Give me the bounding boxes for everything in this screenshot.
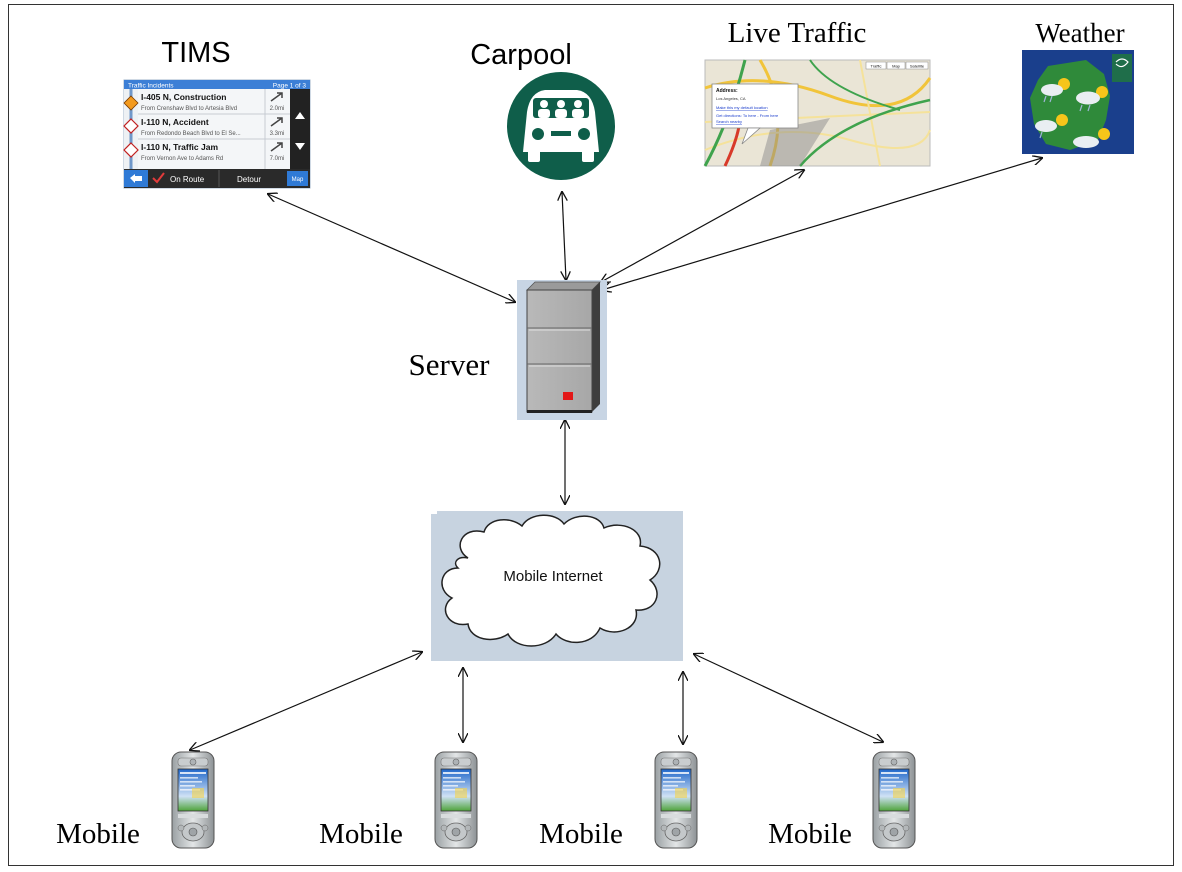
connectors: [190, 158, 1042, 750]
back-arrow-icon: [130, 174, 142, 183]
scroll-down-icon: [295, 143, 305, 150]
tims-panel: Traffic Incidents Page 1 of 3 I-405 N, C…: [123, 79, 311, 189]
tims-label: TIMS: [161, 37, 230, 69]
mobile-label-2: Mobile: [319, 818, 403, 850]
mobile-label-3: Mobile: [539, 818, 623, 850]
sun-cloud-icon: [1041, 78, 1070, 103]
arrow-carpool-server: [562, 192, 566, 280]
mobile-label-1: Mobile: [56, 818, 140, 850]
map-link-directions[interactable]: Get directions: To here - From here: [716, 113, 779, 118]
construction-sign-icon: [123, 95, 139, 111]
arrow-traffic-server: [601, 170, 804, 282]
arrow-tims-server: [268, 194, 515, 302]
jam-sign-icon: [123, 142, 139, 158]
tims-row-1-title: I-405 N, Construction: [141, 92, 226, 102]
sun-cloud-icon: [1073, 128, 1110, 148]
map-btn-traffic[interactable]: Traffic: [871, 64, 882, 69]
tims-row-3-title: I-110 N, Traffic Jam: [141, 142, 218, 152]
server-label: Server: [409, 347, 491, 382]
map-link-search[interactable]: Search nearby: [716, 119, 742, 124]
tims-row-1-sub: From Crenshaw Blvd to Artesia Blvd: [141, 106, 237, 112]
mobile-device-1: [171, 751, 215, 849]
mobile-device-4: [872, 751, 916, 849]
tims-map: Map: [292, 177, 304, 183]
logo-swirl-icon: [1115, 58, 1129, 68]
live-traffic-label: Live Traffic: [728, 17, 867, 49]
checkmark-icon: [152, 172, 165, 184]
tims-on-route: On Route: [170, 175, 205, 184]
tims-detour: Detour: [237, 175, 261, 184]
mobile-device-3: [654, 751, 698, 849]
arrow-internet-mobile-4: [694, 654, 883, 742]
traffic-map: Address: Los Angeles, CA Make this my de…: [703, 59, 932, 167]
tims-row-2-dist: 3.3mi: [270, 131, 285, 137]
tims-row-2-title: I-110 N, Accident: [141, 117, 209, 127]
mobile-device-2: [434, 751, 478, 849]
tims-row-3-dist: 7.0mi: [270, 156, 285, 162]
map-address-line: Los Angeles, CA: [716, 96, 746, 101]
mobile-internet-label: Mobile Internet: [503, 568, 603, 585]
carpool-icon: [507, 72, 615, 180]
tims-row-2-sub: From Redondo Beach Blvd to El Se...: [141, 131, 241, 137]
map-btn-map[interactable]: Map: [892, 64, 901, 69]
diagram-frame: [8, 4, 1174, 866]
server-icon: [517, 280, 607, 420]
sun-cloud-icon: [1076, 86, 1108, 112]
sun-cloud-icon: [1035, 114, 1068, 139]
carpool-label: Carpool: [470, 39, 572, 71]
tims-row-3-sub: From Vernon Ave to Adams Rd: [141, 156, 223, 162]
map-btn-satellite[interactable]: Satellite: [910, 64, 925, 69]
tims-row-1-dist: 2.0mi: [270, 106, 285, 112]
route-arrow-icon: [270, 92, 283, 102]
map-address-title: Address:: [716, 88, 738, 94]
tims-header-left: Traffic Incidents: [128, 83, 174, 90]
accident-sign-icon: [123, 118, 139, 134]
scroll-up-icon: [295, 112, 305, 119]
weather-label: Weather: [1035, 18, 1124, 48]
route-arrow-icon: [270, 142, 283, 152]
tims-header-right: Page 1 of 3: [273, 83, 307, 90]
arrow-weather-server: [602, 158, 1042, 290]
mobile-label-4: Mobile: [768, 818, 852, 850]
weather-map: [1022, 50, 1134, 154]
map-link-default[interactable]: Make this my default location: [716, 105, 768, 110]
route-arrow-icon: [270, 117, 283, 127]
mobile-internet-cloud: [431, 511, 683, 661]
server-power-led: [563, 392, 573, 400]
arrow-internet-mobile-1: [190, 652, 422, 750]
